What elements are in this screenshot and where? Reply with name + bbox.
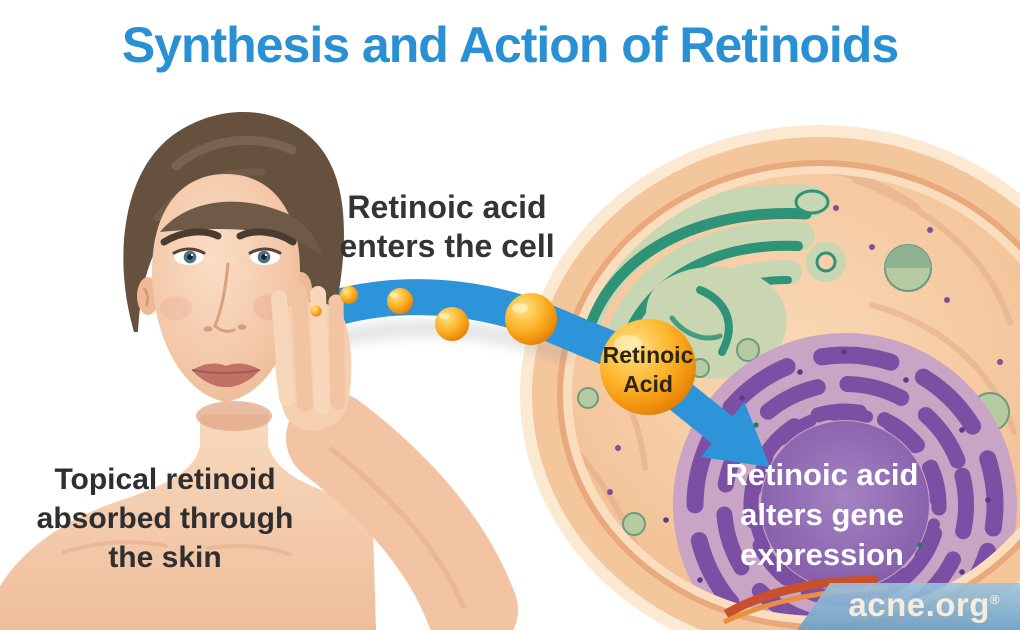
nose — [203, 262, 247, 333]
arrowhead — [701, 402, 770, 467]
hair — [123, 112, 344, 354]
lips — [192, 363, 260, 388]
hand — [271, 284, 352, 431]
watermark-text: acne.org — [848, 586, 990, 623]
label-alters-gene-expression: Retinoic acid alters gene expression — [725, 457, 919, 572]
logo-swoosh-red — [723, 575, 879, 618]
retinoid-molecules — [310, 286, 696, 415]
torso — [0, 414, 376, 630]
hair-fringe — [160, 201, 322, 256]
person — [0, 112, 518, 630]
label-topical-retinoid-absorbed: Topical retinoid absorbed through the sk… — [36, 463, 294, 574]
page-title: Synthesis and Action of Retinoids — [121, 17, 899, 73]
eyes — [172, 247, 282, 265]
label-retinoic-acid-sphere: Retinoic Acid — [602, 342, 694, 398]
acneorg-banner — [722, 575, 1020, 630]
eyebrows — [160, 228, 297, 246]
arm — [286, 392, 518, 630]
label-retinoic-acid-enters-cell: Retinoic acid enters the cell — [339, 189, 555, 265]
skin-cell — [520, 125, 1020, 630]
registered-mark: ® — [989, 592, 1000, 607]
acneorg-watermark: acne.org® — [848, 586, 1000, 624]
